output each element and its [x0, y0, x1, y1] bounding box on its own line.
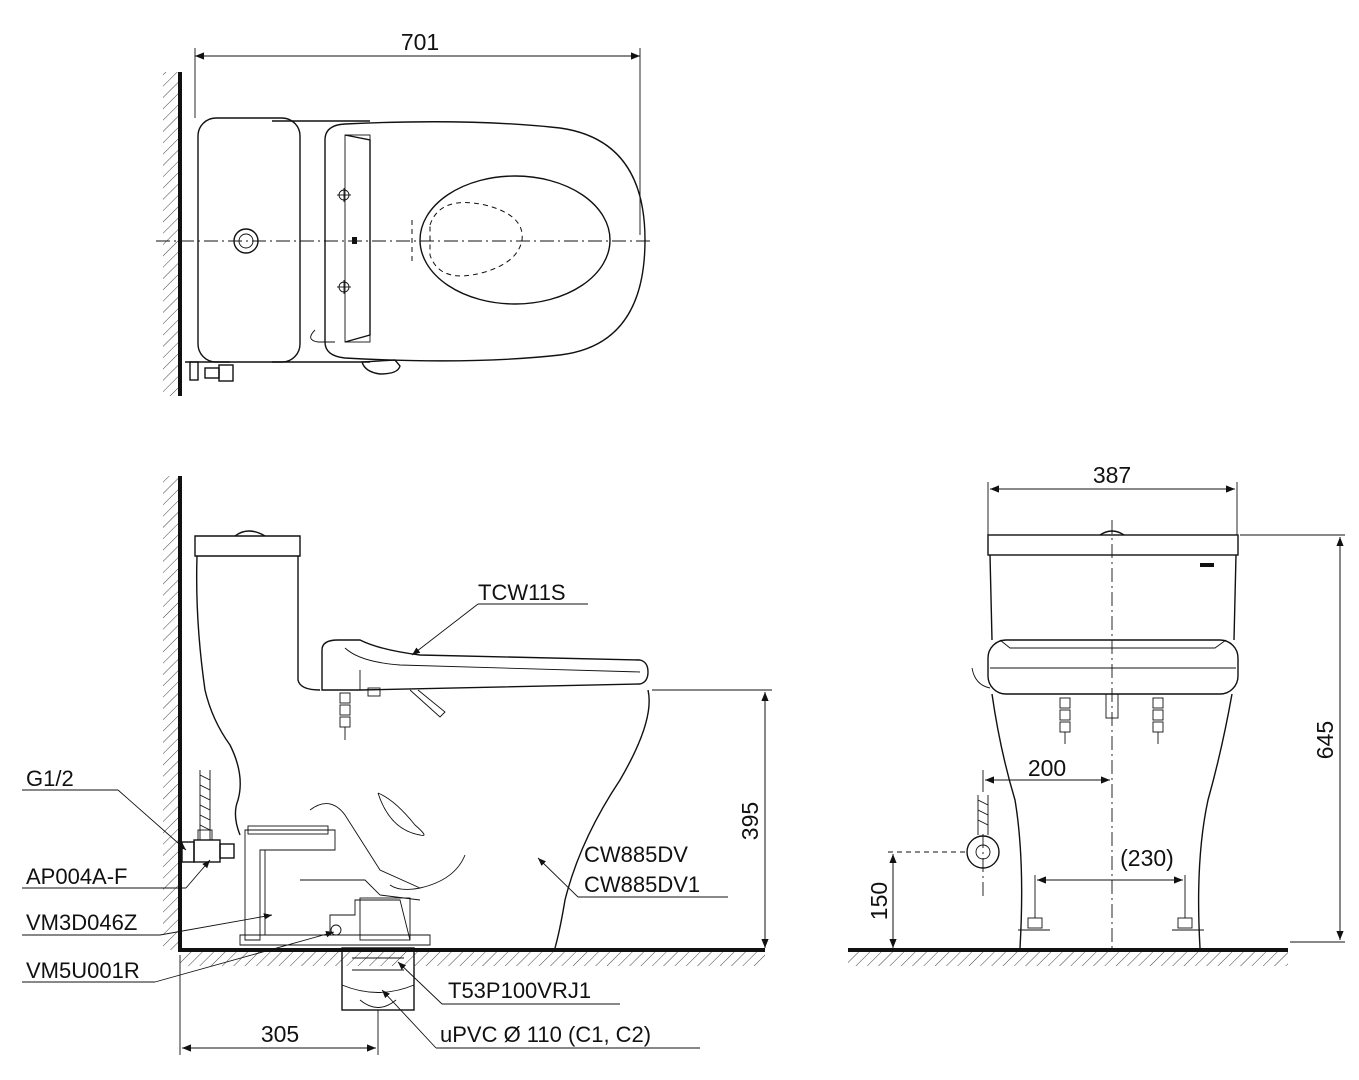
front-tank-lid [987, 534, 1239, 556]
trapway-outline [377, 792, 425, 836]
label-vm5u: VM5U001R [26, 958, 140, 983]
top-width-label: 701 [401, 29, 439, 55]
side-seat [321, 639, 649, 691]
label-body-a: CW885DV [584, 842, 688, 867]
side-floor-hatch [180, 952, 765, 966]
top-view: 701 [156, 29, 650, 396]
inner-outlet [244, 829, 336, 941]
front-floor-bolts [1018, 917, 1204, 931]
label-flange: T53P100VRJ1 [448, 978, 591, 1003]
front-supply [966, 795, 1000, 900]
label-angle-valve: AP004A-F [26, 864, 128, 889]
front-pedestal-right [1197, 693, 1233, 949]
hinge-screws [337, 188, 357, 294]
seat-hinge-panel [344, 134, 371, 343]
seat-lid [324, 121, 646, 362]
front-floor-hatch [848, 952, 1288, 966]
side-seat-bolt [335, 689, 355, 740]
top-angle-valve [185, 361, 234, 382]
side-bowl-front [554, 689, 650, 949]
side-wall-hatch [163, 476, 178, 950]
bowl-water-outline [429, 202, 523, 277]
front-seat-bolts [1055, 693, 1168, 744]
label-body-b: CW885DV1 [584, 872, 700, 897]
top-tank [197, 117, 301, 363]
foot-spacing-label: (230) [1120, 845, 1174, 871]
side-tank-front [195, 555, 241, 836]
side-view: 395 305 TCW11S CW885DV CW885DV1 G1/2 AP0… [22, 476, 772, 1055]
side-tank-back [297, 556, 321, 691]
label-vm3d: VM3D046Z [26, 910, 137, 935]
side-supply [181, 770, 235, 863]
supply-offset-label: 200 [1028, 755, 1066, 781]
top-wall-hatch [163, 72, 178, 396]
front-tank-body [989, 554, 1237, 641]
label-seat: TCW11S [478, 580, 566, 605]
bowl-opening [419, 175, 611, 305]
control-knob [361, 359, 401, 375]
rough-in-label: 305 [261, 1021, 299, 1047]
front-view: 387 [848, 462, 1345, 966]
label-supply-thread: G1/2 [26, 766, 74, 791]
front-pedestal-left [991, 693, 1023, 949]
supply-height-label: 150 [866, 882, 892, 920]
front-height-label: 645 [1312, 721, 1338, 759]
label-drain-pipe: uPVC Ø 110 (C1, C2) [440, 1022, 651, 1047]
side-height-label: 395 [737, 802, 763, 840]
front-width-label: 387 [1093, 462, 1131, 488]
floor-flange [359, 897, 411, 941]
top-body-outline [272, 120, 370, 363]
side-tank-lid [194, 535, 301, 557]
